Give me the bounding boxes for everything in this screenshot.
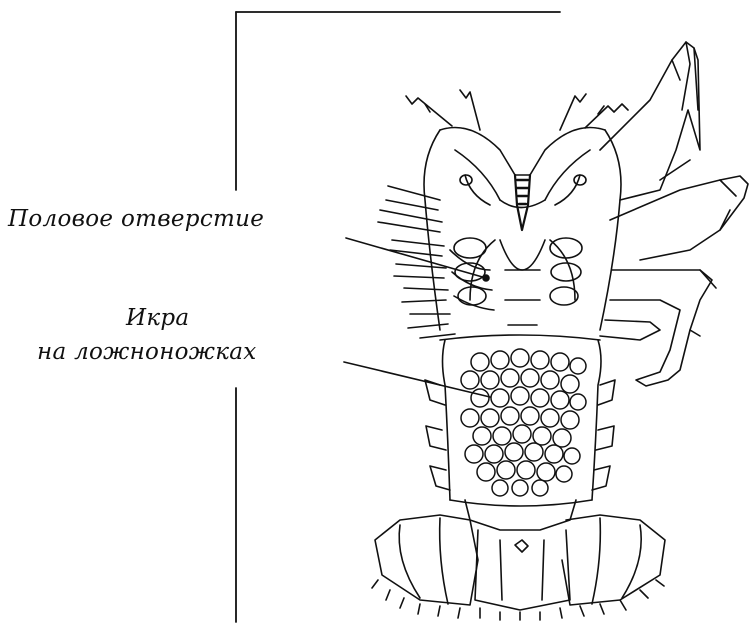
cephalothorax xyxy=(424,128,621,331)
genital-opening-mark xyxy=(483,275,489,281)
legs-right xyxy=(600,42,748,386)
leader-lines xyxy=(344,238,490,397)
egg-cluster xyxy=(461,349,586,496)
label-genital-opening: Половое отверстие xyxy=(8,206,264,232)
leader-eggs xyxy=(344,362,490,397)
label-eggs-line2: на ложноножках xyxy=(37,339,257,365)
antennae xyxy=(406,90,628,130)
label-eggs-line1: Икра xyxy=(126,305,189,331)
legs-left xyxy=(378,186,494,338)
